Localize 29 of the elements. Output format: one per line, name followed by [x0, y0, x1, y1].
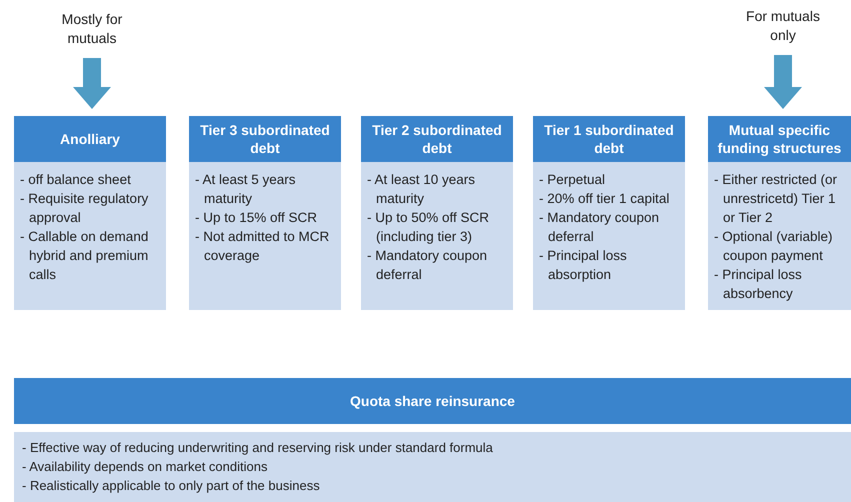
bullet-point: - Perpetual — [539, 171, 606, 189]
header-title: Tier 2 subordinated debt — [371, 121, 503, 157]
bullet-point: - off balance sheet — [20, 171, 132, 189]
bullet-point: - Optional (variable) coupon payment — [714, 228, 834, 265]
bullet-point: - Up to 15% off SCR — [195, 209, 318, 227]
bullet-point: - Either restricted (or unrestricetd) Tier 1 or Tier 2 — [714, 171, 838, 227]
bullet-point: - Not admitted to MCR coverage — [195, 228, 330, 265]
bullet-point: - At least 10 years maturity — [367, 171, 476, 208]
block-arrow — [764, 55, 802, 109]
bullet-point: - At least 5 years maturity — [195, 171, 297, 208]
header-title: Tier 3 subordinated debt — [199, 121, 331, 157]
bullet-point: - Effective way of reducing underwriting and reserving risk under standard formula — [22, 439, 494, 457]
bullet-point: - Mandatory coupon deferral — [367, 247, 488, 284]
block-arrow — [73, 58, 111, 109]
header-title: Tier 1 subordinated debt — [543, 121, 675, 157]
bullet-point: - Callable on demand hybrid and premium calls — [20, 228, 150, 284]
bullet-point: - Principal loss absorption — [539, 247, 628, 284]
header-title: Anolliary — [60, 130, 120, 148]
bullet-point: - 20% off tier 1 capital — [539, 190, 670, 208]
bullet-point: - Realistically applicable to only part of the business — [22, 477, 321, 495]
bullet-point: - Principal loss absorbency — [714, 266, 803, 303]
bullet-point: - Availability depends on market conditions — [22, 458, 268, 476]
bullet-point: - Up to 50% off SCR (including tier 3) — [367, 209, 490, 246]
header-title: Quota share reinsurance — [350, 392, 515, 410]
bullet-point: - Mandatory coupon deferral — [539, 209, 660, 246]
header-title: Mutual specific funding structures — [716, 121, 842, 157]
bullet-point: - Requisite regulatory approval — [20, 190, 150, 227]
annotation-text: For mutuals only — [745, 7, 821, 45]
annotation-text: Mostly for mutuals — [60, 10, 124, 48]
